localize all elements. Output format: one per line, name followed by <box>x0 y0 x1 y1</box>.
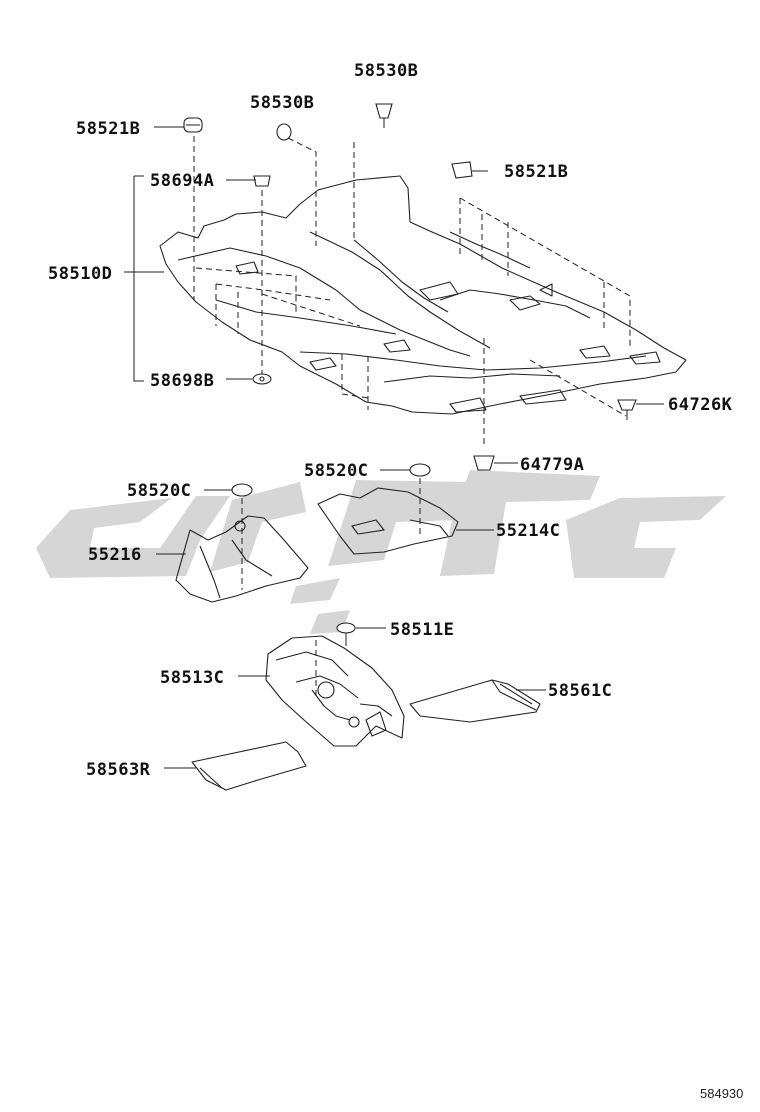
label-58513C: 58513C <box>160 668 224 688</box>
console-box-58513C <box>265 635 405 747</box>
label-58521B-left: 58521B <box>76 119 140 139</box>
part-labels: 58521B 58530B 58530B 58521B 58694A 58510… <box>48 61 733 780</box>
leader-lines <box>124 126 664 769</box>
clip-64779A <box>473 455 495 471</box>
label-58694A: 58694A <box>150 171 214 191</box>
mat-58563R <box>191 741 307 791</box>
label-58530B-right: 58530B <box>354 61 418 81</box>
watermark-logo <box>36 470 726 634</box>
label-64779A: 64779A <box>520 455 584 475</box>
silencer-55214C <box>317 487 459 555</box>
grommet-58530B-left <box>276 123 292 141</box>
label-58563R: 58563R <box>86 760 151 780</box>
retainer-58698B <box>252 373 272 385</box>
clip-58511E <box>315 622 356 700</box>
grommet-58530B-right <box>375 103 393 128</box>
label-58510D: 58510D <box>48 264 112 284</box>
mat-58561C <box>409 679 541 723</box>
label-58521B-right: 58521B <box>504 162 568 182</box>
clip-58521B-right <box>451 161 473 179</box>
label-58511E: 58511E <box>390 620 454 640</box>
label-58520C-left: 58520C <box>127 481 191 501</box>
label-64726K: 64726K <box>668 395 733 415</box>
label-55214C: 55214C <box>496 521 560 541</box>
label-55216: 55216 <box>88 545 142 565</box>
silencer-55216 <box>175 515 309 603</box>
clip-58520C-left <box>231 483 253 590</box>
label-58520C-right: 58520C <box>304 461 368 481</box>
retainer-58694A <box>253 175 271 187</box>
label-58698B: 58698B <box>150 371 214 391</box>
floor-carpet-58510D <box>159 136 687 448</box>
label-58530B-left: 58530B <box>250 93 314 113</box>
label-58561C: 58561C <box>548 681 612 701</box>
clip-58521B-left <box>183 117 203 133</box>
clip-64726K <box>617 399 637 420</box>
figure-number: 584930 <box>700 1086 743 1101</box>
